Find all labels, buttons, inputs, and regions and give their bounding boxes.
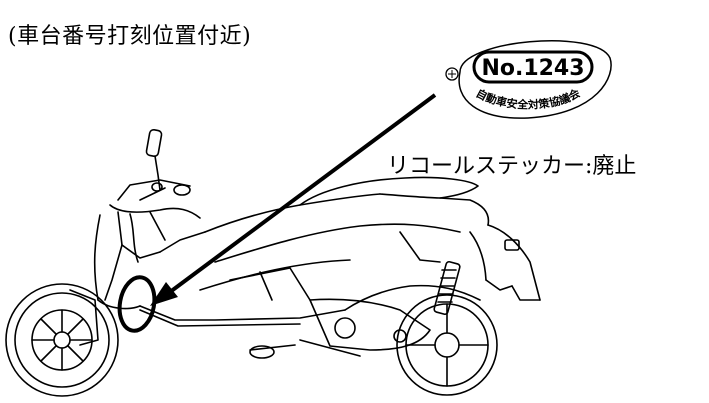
recall-sticker: No.1243 自動車安全対策協議会 — [438, 22, 618, 122]
pointer-arrow — [150, 93, 437, 306]
location-caption: (車台番号打刻位置付近) — [8, 24, 252, 49]
sticker-caption: リコールステッカー:廃止 — [387, 154, 637, 179]
front-body — [93, 204, 206, 310]
front-wheel — [5, 283, 119, 397]
handlebar — [117, 179, 191, 201]
rear-body — [199, 176, 513, 311]
sticker-arc-text: 自動車安全対策協議会 — [474, 85, 583, 111]
sticker-number-pill — [472, 50, 594, 84]
sticker-number: No.1243 — [481, 56, 584, 81]
rear-wheel — [396, 294, 498, 396]
sticker-border — [458, 40, 612, 119]
mirror — [145, 128, 163, 191]
engine — [249, 298, 431, 359]
frame-number-location-marker — [117, 275, 157, 333]
rear-shock — [433, 260, 461, 316]
rear-fender — [487, 224, 541, 301]
sticker-seal-icon — [445, 67, 459, 81]
